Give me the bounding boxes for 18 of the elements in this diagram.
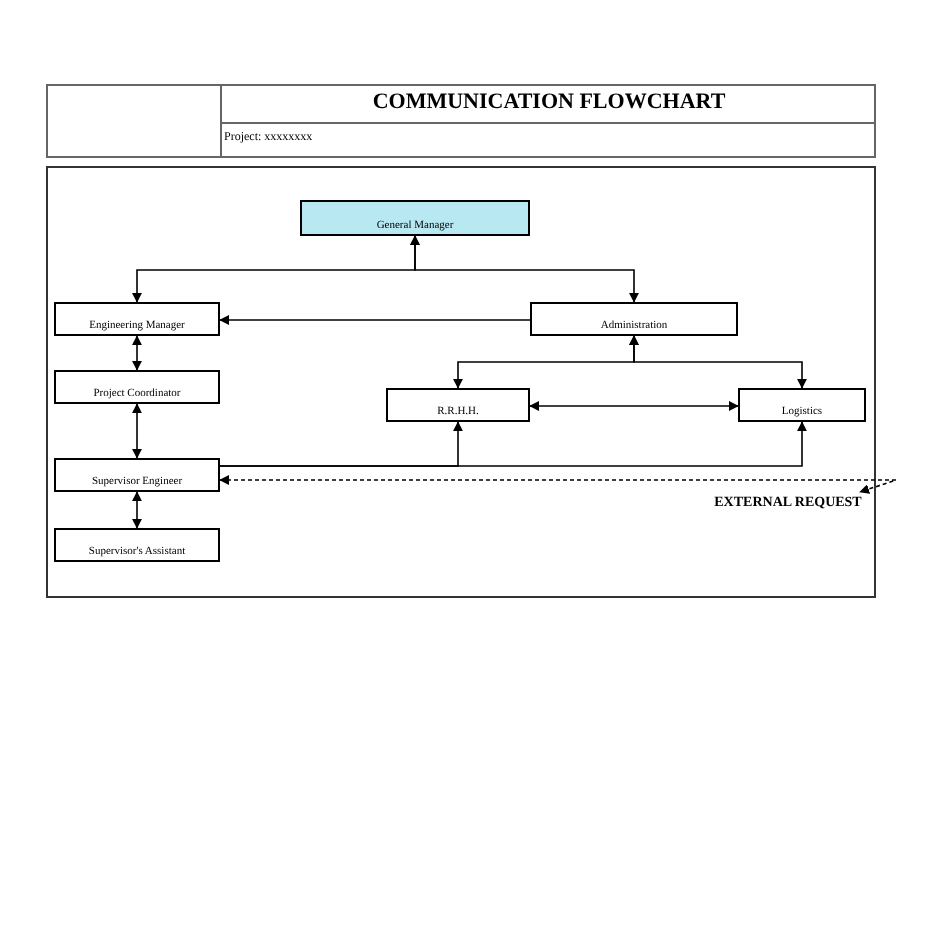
- arrow: [219, 421, 807, 467]
- process-box: [386, 388, 530, 422]
- process-box: [54, 302, 220, 336]
- process-box: [54, 528, 220, 562]
- process-box: [530, 302, 738, 336]
- process-box: [54, 458, 220, 492]
- process-box: [738, 388, 866, 422]
- arrow: [132, 403, 142, 459]
- arrow: [410, 235, 639, 303]
- arrow: [132, 335, 142, 371]
- title: COMMUNICATION FLOWCHART: [370, 88, 728, 116]
- arrow: [629, 335, 807, 389]
- arrow: [219, 315, 531, 325]
- arrow: [529, 401, 739, 411]
- process-box: [54, 370, 220, 404]
- arrow: [219, 475, 897, 494]
- arrow: [132, 491, 142, 529]
- process-box: [300, 200, 530, 236]
